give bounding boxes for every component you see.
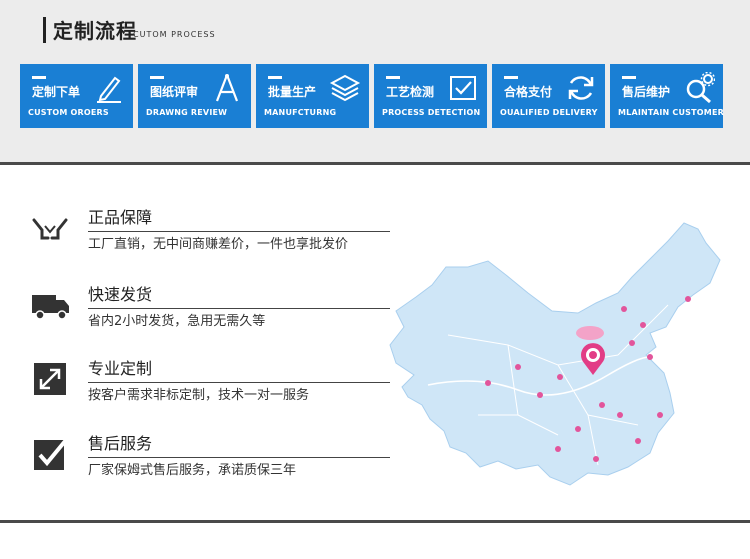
- map-highlight: [576, 326, 604, 340]
- step-dash: [150, 76, 164, 79]
- step-label-en: MANUFCTURNG: [264, 108, 337, 117]
- china-map: [389, 222, 721, 486]
- step-label-en: OUALIFIED DELIVERY: [500, 108, 598, 117]
- feature-custom: 专业定制 按客户需求非标定制，技术一对一服务: [30, 359, 390, 419]
- feature-title: 正品保障: [88, 208, 153, 227]
- feature-desc: 工厂直销，无中间商赚差价，一件也享批发价: [88, 237, 349, 252]
- feature-underline: [88, 308, 390, 309]
- section-title: 定制流程: [53, 19, 137, 43]
- feature-desc: 厂家保姆式售后服务，承诺质保三年: [88, 463, 297, 478]
- truck-icon: [32, 295, 69, 320]
- feature-desc: 省内2小时发货，急用无需久等: [88, 314, 266, 329]
- handshake-icon: [32, 218, 68, 240]
- step-process-detection: 工艺检测 PROCESS DETECTION: [374, 64, 487, 128]
- step-label-cn: 批量生产: [268, 85, 317, 99]
- step-dash: [504, 76, 518, 79]
- step-label-cn: 售后维护: [622, 85, 671, 99]
- map-river: [427, 356, 659, 396]
- feature-underline: [88, 457, 390, 458]
- step-label-en: PROCESS DETECTION: [382, 108, 481, 117]
- step-dash: [386, 76, 400, 79]
- feature-title: 专业定制: [88, 359, 153, 378]
- step-label-en: CUSTOM OROERS: [28, 108, 109, 117]
- step-dash: [622, 76, 636, 79]
- step-drawing-review: 图纸评审 DRAWNG REVIEW: [138, 64, 251, 128]
- map-landmass: [389, 222, 721, 486]
- section-subtitle: CUTOM PROCESS: [133, 30, 216, 39]
- drafting-compass-icon: [215, 74, 239, 102]
- feature-after-sales: 售后服务 厂家保姆式售后服务，承诺质保三年: [30, 434, 390, 494]
- step-label-cn: 合格支付: [504, 85, 553, 99]
- process-banner: 定制流程 CUTOM PROCESS 定制下单 CUSTOM OROERS 图纸…: [0, 0, 750, 162]
- divider-bottom: [0, 520, 750, 523]
- feature-title: 快速发货: [88, 285, 153, 304]
- step-custom-order: 定制下单 CUSTOM OROERS: [20, 64, 133, 128]
- title-accent-bar: [43, 17, 46, 43]
- step-dash: [268, 76, 282, 79]
- feature-fast-shipping: 快速发货 省内2小时发货，急用无需久等: [30, 285, 390, 345]
- map-pins: [485, 296, 691, 462]
- step-label-en: DRAWNG REVIEW: [146, 108, 228, 117]
- process-steps: 定制下单 CUSTOM OROERS 图纸评审 DRAWNG REVIEW 批量…: [20, 64, 724, 128]
- step-label-cn: 图纸评审: [150, 85, 199, 99]
- pen-icon: [97, 76, 121, 103]
- step-maintain-customer: 售后维护 MLAINTAIN CUSTOMER: [610, 64, 724, 128]
- feature-genuine: 正品保障 工厂直销，无中间商赚差价，一件也享批发价: [30, 208, 390, 268]
- refresh-icon: [568, 76, 594, 100]
- feature-title: 售后服务: [88, 434, 153, 453]
- divider-top: [0, 162, 750, 165]
- step-label-cn: 工艺检测: [386, 85, 435, 99]
- location-pin-icon: [581, 343, 605, 375]
- step-qualified-delivery: 合格支付 OUALIFIED DELIVERY: [492, 64, 605, 128]
- gear-search-icon: [686, 72, 715, 104]
- step-label-cn: 定制下单: [32, 85, 81, 99]
- feature-underline: [88, 382, 390, 383]
- checkbox-icon: [450, 76, 476, 100]
- step-dash: [32, 76, 46, 79]
- resize-icon: [34, 363, 66, 395]
- step-manufacturing: 批量生产 MANUFCTURNG: [256, 64, 369, 128]
- feature-underline: [88, 231, 390, 232]
- check-box-icon: [34, 438, 68, 470]
- map-province-lines: [447, 304, 669, 466]
- feature-desc: 按客户需求非标定制，技术一对一服务: [88, 388, 310, 403]
- step-label-en: MLAINTAIN CUSTOMER: [618, 108, 724, 117]
- layers-icon: [329, 74, 361, 102]
